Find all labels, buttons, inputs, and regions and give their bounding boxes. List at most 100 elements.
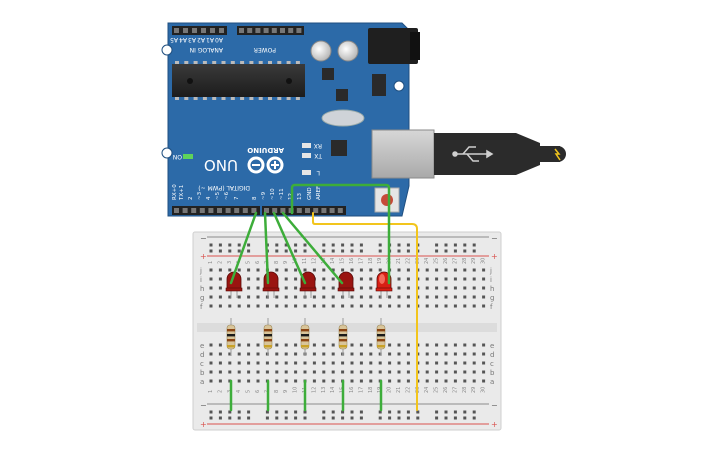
column-number: 27: [452, 258, 458, 264]
breadboard-hole: [397, 277, 401, 281]
breadboard-hole: [303, 268, 307, 272]
header-pin: [280, 28, 285, 33]
breadboard-hole: [359, 361, 363, 365]
breadboard-hole: [482, 343, 486, 347]
column-number: 9: [283, 261, 289, 264]
rail-hole: [209, 416, 213, 420]
header-pin: [288, 28, 294, 33]
chip-pin: [286, 97, 291, 100]
rail-hole: [397, 416, 401, 420]
mount-hole-3: [393, 80, 405, 92]
breadboard-hole: [312, 268, 316, 272]
breadboard-hole: [312, 361, 316, 365]
breadboard-hole: [331, 277, 335, 281]
chip-pin: [268, 61, 272, 64]
column-number: 29: [471, 258, 477, 264]
power-jack: [368, 28, 418, 64]
breadboard-hole: [425, 286, 429, 290]
breadboard-hole: [350, 379, 354, 383]
crystal-oscillator: [321, 109, 365, 127]
rail-hole: [341, 410, 345, 414]
chip-pin: [221, 61, 226, 64]
header-pin: [337, 208, 343, 213]
breadboard-hole: [284, 352, 288, 356]
breadboard-hole: [247, 277, 251, 281]
breadboard-hole: [482, 370, 486, 374]
column-number: 5: [246, 390, 252, 393]
breadboard-hole: [322, 304, 326, 308]
chip-pin: [277, 61, 282, 64]
breadboard-hole: [425, 268, 429, 272]
rail-hole: [359, 243, 363, 247]
chip-pin: [249, 97, 254, 100]
chip-pin: [212, 97, 217, 100]
breadboard-hole: [256, 361, 260, 365]
rail-hole: [453, 243, 457, 247]
rail-plus-label-bottom-right: +: [491, 420, 498, 429]
usb-cable: [434, 133, 566, 175]
breadboard-hole: [350, 343, 354, 347]
column-number: 24: [424, 258, 430, 264]
rail-hole: [397, 249, 401, 253]
rail-hole: [228, 249, 232, 253]
breadboard-hole: [435, 379, 439, 383]
breadboard-hole: [472, 304, 476, 308]
column-number: 16: [349, 258, 355, 264]
breadboard-hole: [397, 361, 401, 365]
wire-pin10-green: [272, 211, 307, 285]
column-number: 20: [387, 387, 393, 393]
row-letter: b: [490, 369, 495, 377]
rail-hole: [397, 410, 401, 414]
breadboard-hole: [463, 304, 467, 308]
resistor-band: [377, 345, 385, 348]
rail-hole: [463, 243, 467, 247]
breadboard-hole: [350, 295, 354, 299]
breadboard-hole: [444, 352, 448, 356]
analog-header: [172, 26, 227, 35]
breadboard-hole: [256, 286, 260, 290]
breadboard-hole: [444, 370, 448, 374]
column-number: 28: [462, 387, 468, 393]
resistor-band: [301, 329, 309, 332]
header-pin: [296, 208, 302, 213]
rail-plus-label: +: [200, 252, 207, 261]
breadboard-hole: [265, 370, 269, 374]
breadboard-hole: [406, 277, 410, 281]
rail-hole: [463, 249, 467, 253]
breadboard-hole: [256, 352, 260, 356]
breadboard-hole: [312, 352, 316, 356]
breadboard-hole: [209, 352, 213, 356]
breadboard-hole: [209, 295, 213, 299]
breadboard-hole: [425, 304, 429, 308]
rail-hole: [359, 249, 363, 253]
breadboard-hole: [453, 268, 457, 272]
breadboard-hole: [482, 361, 486, 365]
breadboard-hole: [472, 277, 476, 281]
breadboard-hole: [369, 343, 373, 347]
column-number: 22: [405, 387, 411, 393]
header-pin: [280, 208, 286, 213]
breadboard-hole: [406, 295, 410, 299]
header-pin: [210, 28, 215, 33]
resistor-band: [264, 334, 272, 337]
breadboard-hole: [463, 379, 467, 383]
capacitor-2: [337, 40, 359, 62]
breadboard-hole: [472, 295, 476, 299]
breadboard-hole: [228, 268, 232, 272]
breadboard-hole: [472, 352, 476, 356]
rail-hole: [331, 243, 335, 247]
digital-pin-label: 13: [297, 193, 303, 200]
rail-hole: [265, 416, 269, 420]
row-letter: e: [490, 342, 494, 350]
breadboard-hole: [453, 370, 457, 374]
header-pin: [182, 208, 188, 213]
header-pin: [199, 208, 205, 213]
row-letter: c: [200, 360, 204, 368]
breadboard-hole: [369, 304, 373, 308]
breadboard-hole: [463, 286, 467, 290]
rail-hole: [218, 243, 222, 247]
header-pin: [183, 28, 188, 33]
digital-pin-label: GND: [307, 187, 313, 200]
breadboard-hole: [256, 379, 260, 383]
resistor-band: [227, 334, 235, 337]
